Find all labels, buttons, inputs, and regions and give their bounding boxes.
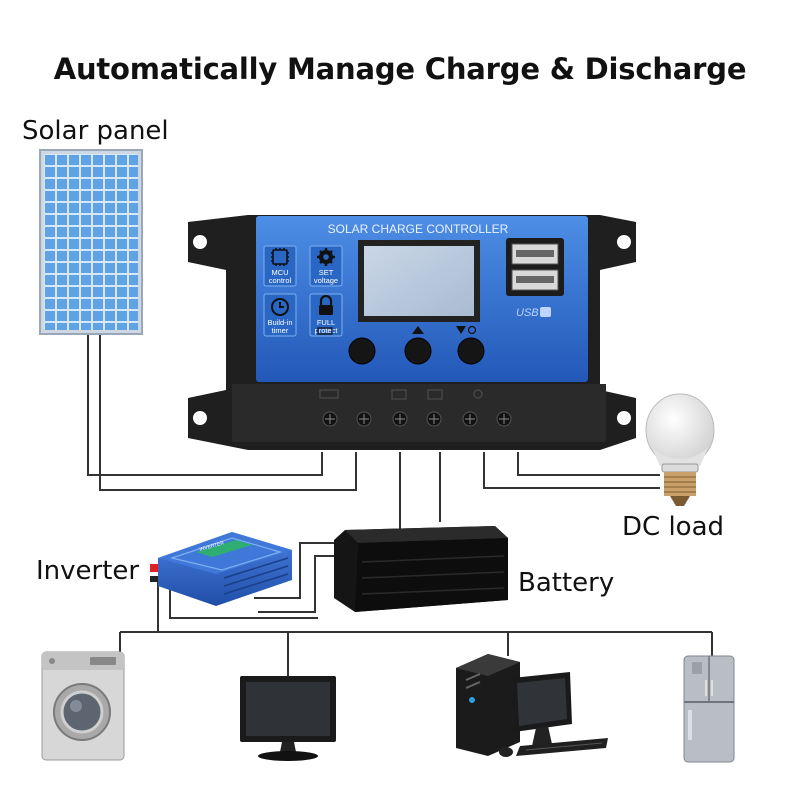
lock-icon	[319, 294, 333, 315]
terminal-markings	[319, 389, 483, 400]
washing-machine-icon	[41, 651, 125, 761]
dc-load-label: DC load	[622, 512, 725, 542]
feature-1-line2: control	[269, 276, 292, 285]
chip-icon	[271, 248, 289, 266]
feature-1-line1: MCU	[271, 268, 288, 277]
refrigerator-icon	[683, 655, 735, 763]
terminal-screws	[322, 411, 512, 427]
solar-charge-controller: SOLAR CHARGE CONTROLLER MCU control SET …	[188, 215, 636, 450]
inverter-icon: INVERTER	[150, 532, 292, 606]
load-mode-icon	[456, 326, 466, 334]
menu-button[interactable]	[348, 337, 376, 365]
battery-icon	[334, 526, 508, 612]
usb-ports	[506, 238, 564, 296]
page-title: Automatically Manage Charge & Discharge	[53, 52, 747, 86]
up-button[interactable]	[404, 337, 432, 365]
feature-2-line1: SET	[319, 268, 334, 277]
gear-icon	[317, 248, 335, 266]
controller-header: SOLAR CHARGE CONTROLLER	[328, 222, 509, 236]
feature-3-line1: Build-in	[267, 318, 292, 327]
battery-mini-icon	[540, 307, 551, 317]
monitor-icon	[240, 676, 336, 761]
wires	[87, 330, 713, 678]
inverter-label: Inverter	[36, 556, 140, 586]
down-button[interactable]	[457, 337, 485, 365]
usb-label: USB	[516, 307, 539, 319]
warning-triangle-icon	[412, 326, 424, 334]
desktop-computer-icon	[456, 654, 608, 757]
feature-3-line2: timer	[272, 326, 289, 335]
panel-mode-icon	[317, 327, 333, 335]
clock-icon	[271, 298, 289, 316]
feature-4-line2: protect	[315, 326, 339, 335]
battery-label: Battery	[518, 568, 615, 598]
solar-panel-label: Solar panel	[22, 116, 169, 146]
feature-4-line1: FULL	[317, 318, 335, 327]
lcd-screen	[364, 246, 474, 316]
light-bulb-icon	[645, 393, 715, 506]
solar-panel	[39, 149, 143, 335]
feature-2-line2: voltage	[314, 276, 338, 285]
